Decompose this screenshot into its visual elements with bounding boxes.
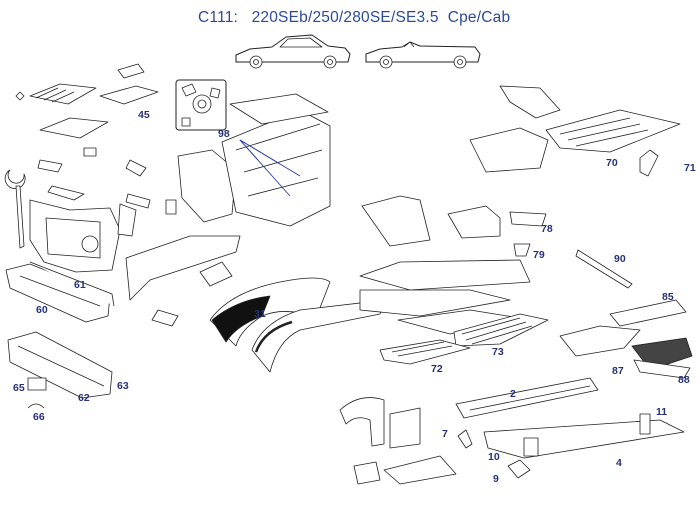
callout-45: 45 [138, 109, 150, 121]
callout-63: 63 [117, 380, 129, 392]
rear-wheel-arches [339, 397, 457, 485]
callout-85: 85 [662, 291, 674, 303]
floor-panel-73 [453, 313, 549, 347]
callout-10: 10 [488, 451, 500, 463]
part-98-inset [175, 79, 227, 131]
part-78 [509, 211, 547, 227]
callout-61: 61 [74, 279, 86, 291]
sill-4 [483, 419, 685, 459]
callout-4: 4 [616, 457, 622, 469]
part-10 [523, 437, 539, 457]
cabriolet-silhouette-icon [365, 41, 481, 69]
floor-panel-72 [379, 339, 471, 365]
callout-7: 7 [442, 428, 448, 440]
callout-87: 87 [612, 365, 624, 377]
callout-11: 11 [656, 406, 668, 418]
rear-quarter-parts [559, 299, 693, 379]
callout-78: 78 [541, 223, 553, 235]
callout-71: 71 [684, 162, 696, 174]
leader-lines-98 [239, 139, 301, 197]
callout-90: 90 [614, 253, 626, 265]
part-7 [457, 429, 473, 449]
wheelhouse-assembly [177, 93, 331, 227]
callout-31: 31 [254, 308, 266, 320]
rear-fender-panel [251, 299, 387, 373]
part-11 [639, 413, 651, 435]
callout-98: 98 [218, 128, 230, 140]
front-fender [209, 277, 331, 347]
callout-70: 70 [606, 157, 618, 169]
center-floor [359, 195, 531, 335]
upper-left-parts [4, 63, 177, 249]
rail-90 [575, 249, 633, 289]
rear-floor-70 [469, 85, 681, 173]
callout-88: 88 [678, 374, 690, 386]
front-bulkhead [29, 199, 137, 273]
callout-9: 9 [493, 473, 499, 485]
callout-60: 60 [36, 304, 48, 316]
part-9 [507, 459, 531, 479]
callout-65: 65 [13, 382, 25, 394]
callout-66: 66 [33, 411, 45, 423]
callout-2: 2 [510, 388, 516, 400]
callout-73: 73 [492, 346, 504, 358]
callout-62: 62 [78, 392, 90, 404]
front-crossmember [5, 261, 115, 323]
front-inner-panels [125, 235, 241, 327]
diagram-title: C111: 220SEb/250/280SE/SE3.5 Cpe/Cab [198, 9, 511, 26]
coupe-silhouette-icon [235, 34, 351, 69]
callout-79: 79 [533, 249, 545, 261]
sill-2 [455, 377, 599, 419]
part-79 [513, 243, 531, 257]
lower-crossmember [7, 331, 113, 409]
callout-72: 72 [431, 363, 443, 375]
bracket-71 [639, 149, 659, 177]
